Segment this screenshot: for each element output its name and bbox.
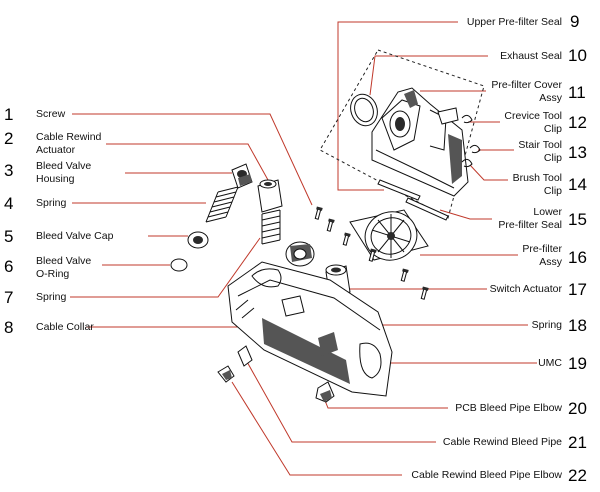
part-22-label: Cable Rewind Bleed Pipe Elbow — [411, 469, 562, 481]
part-10-label: Exhaust Seal — [500, 50, 562, 62]
part-11-label-line2: Assy — [539, 92, 563, 104]
part-19-number: 19 — [568, 354, 587, 373]
part-3-label: Bleed Valve — [36, 160, 91, 172]
leader-20 — [323, 397, 448, 409]
part-17-number: 17 — [568, 280, 587, 299]
part-6-number: 6 — [4, 257, 13, 276]
leader-2 — [106, 143, 269, 181]
part-12-label-line2: Clip — [544, 123, 562, 135]
part-5-label: Bleed Valve Cap — [36, 230, 114, 242]
crevice-tool-clip — [461, 114, 473, 124]
part-6-label: Bleed Valve — [36, 255, 91, 267]
leader-21 — [245, 359, 436, 443]
brush-tool-clip — [461, 158, 473, 168]
part-14-label-line2: Clip — [544, 185, 562, 197]
part-12-number: 12 — [568, 113, 587, 132]
part-15-label-line2: Pre-filter Seal — [498, 219, 562, 231]
parts-drawings — [170, 49, 485, 403]
pre-filter-cover — [371, 87, 469, 197]
lower-pre-filter-seal — [405, 197, 449, 221]
part-11-label: Pre-filter Cover — [491, 79, 562, 91]
leader-10 — [369, 55, 488, 96]
part-8-label: Cable Collar — [36, 321, 94, 333]
part-7-label: Spring — [36, 291, 67, 303]
part-5-number: 5 — [4, 227, 13, 246]
right-callouts: Upper Pre-filter Seal 9 Exhaust Seal 10 … — [411, 12, 587, 485]
part-18-label: Spring — [532, 319, 563, 331]
upper-pre-filter-seal — [377, 179, 421, 201]
bleed-valve-housing — [231, 163, 253, 189]
part-16-label-line2: Assy — [539, 256, 563, 268]
part-4-number: 4 — [4, 194, 13, 213]
part-16-label: Pre-filter — [522, 243, 562, 255]
part-13-label-line2: Clip — [544, 152, 562, 164]
cable-rewind-spring — [261, 209, 281, 245]
part-2-label: Cable Rewind — [36, 131, 102, 143]
part-1-number: 1 — [4, 105, 13, 124]
part-14-number: 14 — [568, 175, 587, 194]
leader-9 — [337, 21, 458, 191]
part-20-label: PCB Bleed Pipe Elbow — [455, 402, 562, 414]
left-callouts: 1 Screw 2 Cable Rewind Actuator 3 Bleed … — [4, 105, 114, 337]
part-6-label-line2: O-Ring — [36, 268, 69, 280]
leader-22 — [231, 381, 402, 476]
part-15-number: 15 — [568, 210, 587, 229]
part-21-label: Cable Rewind Bleed Pipe — [443, 436, 562, 448]
part-13-label: Stair Tool — [518, 139, 562, 151]
part-15-label: Lower — [533, 206, 562, 218]
part-10-number: 10 — [568, 46, 587, 65]
part-3-label-line2: Housing — [36, 173, 75, 185]
part-14-label: Brush Tool — [513, 172, 562, 184]
part-2-number: 2 — [4, 129, 13, 148]
cable-rewind-bleed-pipe — [237, 345, 253, 367]
leader-14 — [469, 164, 508, 181]
leader-7 — [70, 237, 261, 298]
part-17-label: Switch Actuator — [490, 283, 563, 295]
part-9-number: 9 — [570, 12, 579, 31]
part-20-number: 20 — [568, 399, 587, 418]
part-2-label-line2: Actuator — [36, 144, 76, 156]
pre-filter-assy — [349, 209, 429, 261]
leader-1 — [72, 113, 313, 206]
screws — [314, 206, 429, 300]
stair-tool-clip — [469, 144, 481, 154]
part-11-number: 11 — [568, 83, 586, 102]
part-1-label: Screw — [36, 108, 66, 120]
bleed-valve-cap — [187, 231, 209, 249]
part-18-number: 18 — [568, 316, 587, 335]
part-9-label: Upper Pre-filter Seal — [467, 16, 562, 28]
cable-rewind-actuator — [257, 179, 283, 213]
leader-lines — [70, 21, 537, 476]
part-8-number: 8 — [4, 318, 13, 337]
umc-body — [227, 261, 393, 397]
part-13-number: 13 — [568, 143, 587, 162]
exhaust-seal — [350, 93, 378, 127]
part-22-number: 22 — [568, 466, 587, 485]
part-3-number: 3 — [4, 161, 13, 180]
leader-15 — [439, 209, 492, 220]
cable-rewind-bleed-pipe-elbow — [217, 365, 235, 383]
bleed-valve-spring — [205, 186, 239, 223]
bleed-valve-o-ring — [170, 258, 188, 272]
part-21-number: 21 — [568, 433, 587, 452]
part-4-label: Spring — [36, 197, 67, 209]
pre-filter-cover-assy-boundary — [319, 49, 485, 219]
cable-collar — [285, 241, 315, 267]
pcb-bleed-pipe-elbow — [315, 381, 335, 403]
part-12-label: Crevice Tool — [504, 110, 562, 122]
part-16-number: 16 — [568, 248, 587, 267]
part-7-number: 7 — [4, 288, 13, 307]
part-19-label: UMC — [538, 357, 562, 369]
